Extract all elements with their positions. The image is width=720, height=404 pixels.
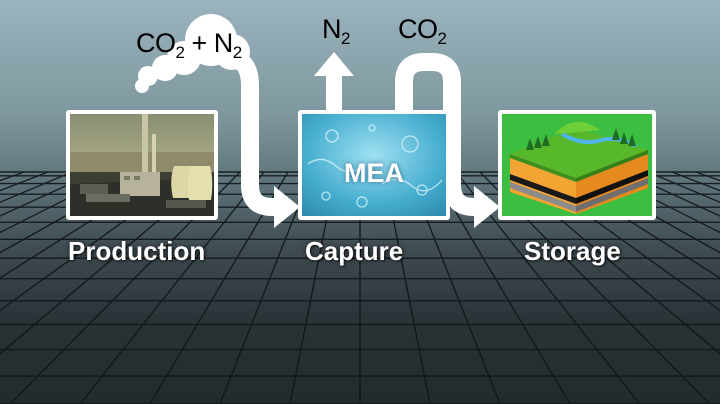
n2-arrow [326, 74, 342, 112]
co2-label: CO2 [398, 14, 447, 48]
smoke-cloud [135, 14, 250, 93]
capture-label: Capture [305, 236, 404, 266]
geological-block-image [502, 114, 652, 216]
co2-n2-label: CO2 + N2 [136, 28, 242, 62]
production-panel [66, 110, 218, 220]
power-plant-image [70, 114, 214, 216]
mea-solvent-label: MEA [344, 158, 404, 188]
capture-panel: MEA [298, 110, 450, 220]
storage-label: Storage [524, 236, 621, 266]
n2-label: N2 [322, 14, 350, 48]
production-label: Production [68, 236, 206, 266]
solvent-water-image [302, 114, 446, 216]
co2-arrow [395, 53, 478, 216]
storage-panel [498, 110, 656, 220]
flue-gas-arrow [219, 46, 276, 216]
